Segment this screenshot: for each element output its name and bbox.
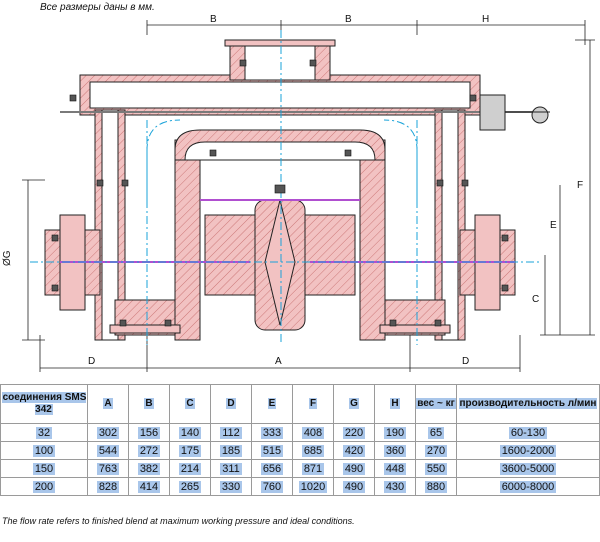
table-cell: 1600-2000: [456, 441, 600, 460]
table-cell: 382: [128, 459, 170, 478]
table-cell: 330: [210, 477, 252, 496]
col-header-a: A: [87, 384, 129, 424]
table-cell: 448: [374, 459, 416, 478]
bottom-outlets: [109, 299, 451, 336]
dim-label-f: F: [577, 180, 583, 191]
table-row: 200 828 414 265 330 760 1020 490 430 880…: [0, 477, 600, 496]
table-cell: 360: [374, 441, 416, 460]
table-cell: 302: [87, 423, 129, 442]
dim-label-b-right: B: [345, 14, 352, 25]
dimensions-note: Все размеры даны в мм.: [40, 2, 155, 13]
table-cell: 871: [292, 459, 334, 478]
table-row: 150 763 382 214 311 656 871 490 448 550 …: [0, 459, 600, 478]
table-cell: 3600-5000: [456, 459, 600, 478]
table-cell: 490: [333, 477, 375, 496]
table-header-row: соединения SMS 342 A B C D E F G H вес ~…: [0, 384, 600, 424]
table-cell: 760: [251, 477, 293, 496]
dim-label-b-left: B: [210, 14, 217, 25]
dim-label-d-right: D: [462, 356, 469, 367]
dim-label-a: A: [275, 356, 282, 367]
table-cell: 1020: [292, 477, 334, 496]
vertical-pipes: [94, 109, 466, 341]
col-header-e: E: [251, 384, 293, 424]
dim-label-c: C: [532, 294, 539, 305]
table-cell: 190: [374, 423, 416, 442]
table-cell: 220: [333, 423, 375, 442]
table-cell: 214: [169, 459, 211, 478]
top-header-pipe: [79, 39, 481, 116]
handwheel: [479, 94, 550, 131]
table-cell: 6000-8000: [456, 477, 600, 496]
dim-label-g: ØG: [2, 250, 13, 266]
table-cell: 490: [333, 459, 375, 478]
table-cell: 828: [87, 477, 129, 496]
table-cell: 656: [251, 459, 293, 478]
flow-rate-footnote: The flow rate refers to finished blend a…: [2, 516, 355, 526]
col-header-d: D: [210, 384, 252, 424]
table-cell: 175: [169, 441, 211, 460]
col-header-c: C: [169, 384, 211, 424]
col-header-h: H: [374, 384, 416, 424]
table-row: 100 544 272 175 185 515 685 420 360 270 …: [0, 441, 600, 460]
col-header-g: G: [333, 384, 375, 424]
table-cell: 414: [128, 477, 170, 496]
col-header-b: B: [128, 384, 170, 424]
table-cell: 763: [87, 459, 129, 478]
table-cell: 200: [0, 477, 88, 496]
table-cell: 265: [169, 477, 211, 496]
table-row: 32 302 156 140 112 333 408 220 190 65 60…: [0, 423, 600, 442]
table-cell: 140: [169, 423, 211, 442]
table-cell: 430: [374, 477, 416, 496]
table-cell: 880: [415, 477, 457, 496]
table-cell: 185: [210, 441, 252, 460]
table-cell: 65: [415, 423, 457, 442]
table-cell: 270: [415, 441, 457, 460]
col-header-capacity: производительность л/мин: [456, 384, 600, 424]
table-cell: 100: [0, 441, 88, 460]
table-cell: 408: [292, 423, 334, 442]
bolts: [51, 59, 509, 327]
col-header-connections: соединения SMS 342: [0, 384, 88, 424]
table-cell: 550: [415, 459, 457, 478]
col-header-weight: вес ~ кг: [415, 384, 457, 424]
dim-label-e: E: [550, 220, 557, 231]
specs-table: соединения SMS 342 A B C D E F G H вес ~…: [0, 384, 600, 496]
table-cell: 150: [0, 459, 88, 478]
col-header-f: F: [292, 384, 334, 424]
pump-assembly-drawing: B B H F E C ØG D A D: [2, 14, 595, 372]
table-cell: 311: [210, 459, 252, 478]
table-cell: 333: [251, 423, 293, 442]
table-cell: 544: [87, 441, 129, 460]
table-cell: 420: [333, 441, 375, 460]
table-cell: 515: [251, 441, 293, 460]
table-cell: 156: [128, 423, 170, 442]
centerlines: [30, 30, 540, 345]
table-cell: 272: [128, 441, 170, 460]
table-cell: 32: [0, 423, 88, 442]
table-cell: 60-130: [456, 423, 600, 442]
table-cell: 112: [210, 423, 252, 442]
dim-label-h: H: [482, 14, 489, 25]
dimension-lines: [22, 20, 595, 372]
table-cell: 685: [292, 441, 334, 460]
dim-label-d-left: D: [88, 356, 95, 367]
